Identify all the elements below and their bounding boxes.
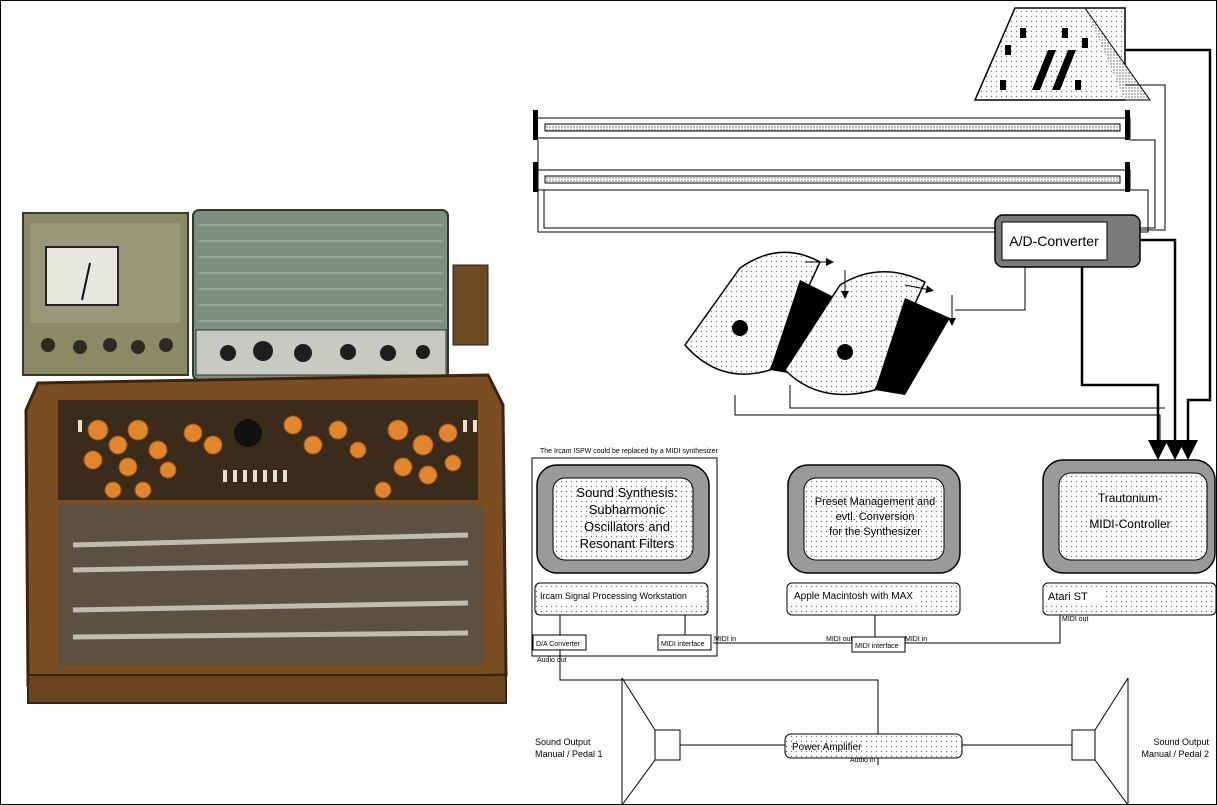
pedals xyxy=(685,252,952,395)
computer-mac: Apple Macintosh with MAX xyxy=(787,583,960,615)
computer-atari: Atari ST xyxy=(1043,583,1216,615)
atari-label: Atari ST xyxy=(1048,591,1088,603)
audio-out-label: Audio out xyxy=(537,657,567,664)
screen1-line3: Oscillators and xyxy=(584,519,670,534)
screen2-line2: evtl. Conversion xyxy=(836,511,915,523)
screen-sound-synthesis: Sound Synthesis: Subharmonic Oscillators… xyxy=(537,465,709,573)
control-panel xyxy=(975,8,1150,100)
da-converter-label: D/A Converter xyxy=(536,641,581,648)
adc-label: A/D-Converter xyxy=(1009,233,1099,249)
mac-label: Apple Macintosh with MAX xyxy=(794,591,913,602)
ispw-note: The Ircam ISPW could be replaced by a MI… xyxy=(540,448,718,455)
midi-interface-mac: MIDI interface xyxy=(852,637,905,652)
output-left-line1: Sound Output xyxy=(535,737,591,747)
screen2-line3: for the Synthesizer xyxy=(829,526,921,538)
screen1-line4: Resonant Filters xyxy=(580,536,675,551)
output-right-line1: Sound Output xyxy=(1153,737,1209,747)
midi-interface-ircam-label: MIDI interface xyxy=(661,641,705,648)
screen-preset-management: Preset Management and evtl. Conversion f… xyxy=(788,465,960,573)
speaker-right xyxy=(1072,678,1128,805)
da-converter-box: D/A Converter xyxy=(533,635,586,650)
midi-in-label-2: MIDI in xyxy=(905,636,927,643)
screen1-line1: Sound Synthesis: xyxy=(576,485,677,500)
power-amplifier: Power Amplifier xyxy=(785,734,962,758)
midi-out-label: MIDI out xyxy=(826,636,853,643)
output-left-line2: Manual / Pedal 1 xyxy=(535,749,603,759)
midi-in-label-1: MIDI in xyxy=(714,636,736,643)
ircam-label: Ircam Signal Processing Workstation xyxy=(540,591,687,601)
manual-rails xyxy=(533,110,1130,192)
amplifier-label: Power Amplifier xyxy=(792,742,862,753)
speaker-left xyxy=(622,678,680,805)
screen3-line2: MIDI-Controller xyxy=(1089,517,1170,531)
screen3-line1: Trautonium- xyxy=(1098,491,1162,505)
output-right-line2: Manual / Pedal 2 xyxy=(1141,749,1209,759)
computer-ircam: Ircam Signal Processing Workstation xyxy=(535,583,708,615)
midi-out-atari-label: MIDI out xyxy=(1062,616,1089,623)
screen-trautonium-midi: Trautonium- MIDI-Controller xyxy=(1043,460,1215,573)
midi-interface-ircam: MIDI interface xyxy=(658,635,711,650)
midi-interface-mac-label: MIDI interface xyxy=(855,643,899,650)
screen2-line1: Preset Management and xyxy=(815,496,935,508)
screen1-line2: Subharmonic xyxy=(589,502,666,517)
ad-converter: A/D-Converter xyxy=(995,215,1140,267)
